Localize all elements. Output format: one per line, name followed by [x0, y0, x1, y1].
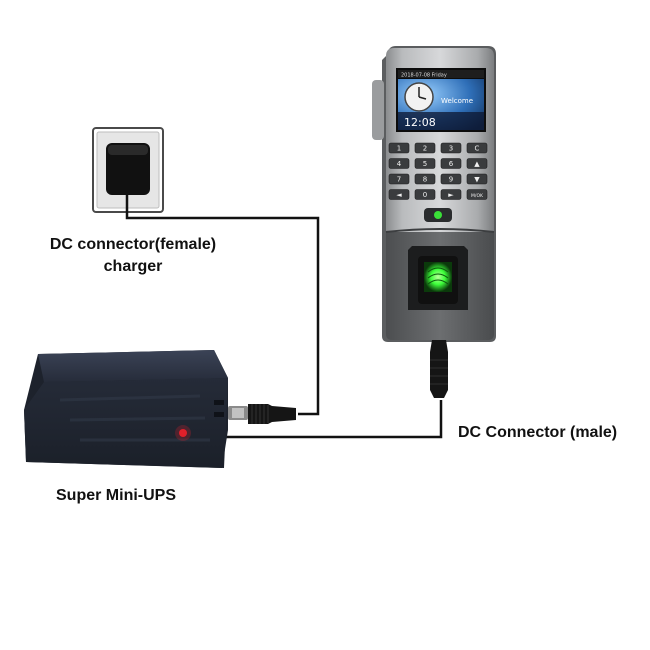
- keypad-key-label: 1: [397, 145, 401, 153]
- keypad-key-label: 6: [449, 160, 454, 168]
- ups-label: Super Mini-UPS: [56, 487, 176, 505]
- keypad-key[interactable]: 3: [441, 143, 461, 153]
- keypad-key[interactable]: M/OK: [467, 190, 487, 200]
- keypad-key-label: 5: [423, 160, 427, 168]
- keypad-key[interactable]: 9: [441, 174, 461, 184]
- keypad-key-label: ▲: [474, 160, 480, 168]
- screen-status-text: 2018-07-08 Friday: [401, 73, 447, 79]
- device-side-button: [372, 80, 384, 140]
- device-dc-plug: [430, 340, 448, 398]
- keypad-key-label: 4: [397, 160, 402, 168]
- keypad-key-label: 3: [449, 145, 453, 153]
- keypad-key-label: M/OK: [471, 193, 484, 199]
- charger-label-line2: charger: [28, 256, 238, 278]
- keypad-key-label: 8: [423, 176, 427, 184]
- charger-label-line1: DC connector(female): [28, 234, 238, 256]
- keypad-key[interactable]: 6: [441, 159, 461, 169]
- keypad-key[interactable]: 5: [415, 159, 435, 169]
- keypad-key-label: 2: [423, 145, 427, 153]
- keypad-key[interactable]: 4: [389, 159, 409, 169]
- keypad-key-label: ◄: [396, 191, 402, 199]
- keypad-key-label: 0: [423, 191, 427, 199]
- ups-dc-plug: [228, 404, 296, 424]
- keypad-key[interactable]: ◄: [389, 190, 409, 200]
- keypad-key-label: C: [475, 145, 480, 153]
- keypad-key[interactable]: 7: [389, 174, 409, 184]
- screen-welcome-text: Welcome: [441, 97, 473, 105]
- keypad-key[interactable]: ▼: [467, 174, 487, 184]
- male-connector-label: DC Connector (male): [458, 424, 617, 442]
- keypad-key-label: ▼: [474, 176, 480, 184]
- keypad-key-label: 9: [449, 176, 453, 184]
- fingerprint-glow-icon: [424, 262, 452, 292]
- keypad-key[interactable]: 2: [415, 143, 435, 153]
- keypad-key[interactable]: 1: [389, 143, 409, 153]
- keypad-key[interactable]: ►: [441, 190, 461, 200]
- keypad-key-label: ►: [448, 191, 454, 199]
- screen-time-text: 12:08: [404, 116, 436, 129]
- keypad-key[interactable]: 0: [415, 190, 435, 200]
- keypad-key[interactable]: ▲: [467, 159, 487, 169]
- keypad-key[interactable]: C: [467, 143, 487, 153]
- keypad-key-label: 7: [397, 176, 401, 184]
- super-mini-ups: [24, 350, 228, 468]
- charger-label: DC connector(female) charger: [28, 234, 238, 278]
- keypad-key[interactable]: 8: [415, 174, 435, 184]
- fingerprint-terminal: 2018-07-08 Friday Welcome 12:08 1 2 3 C 4 5 6 ▲…: [372, 46, 496, 342]
- finger-touch-icon: [434, 211, 442, 219]
